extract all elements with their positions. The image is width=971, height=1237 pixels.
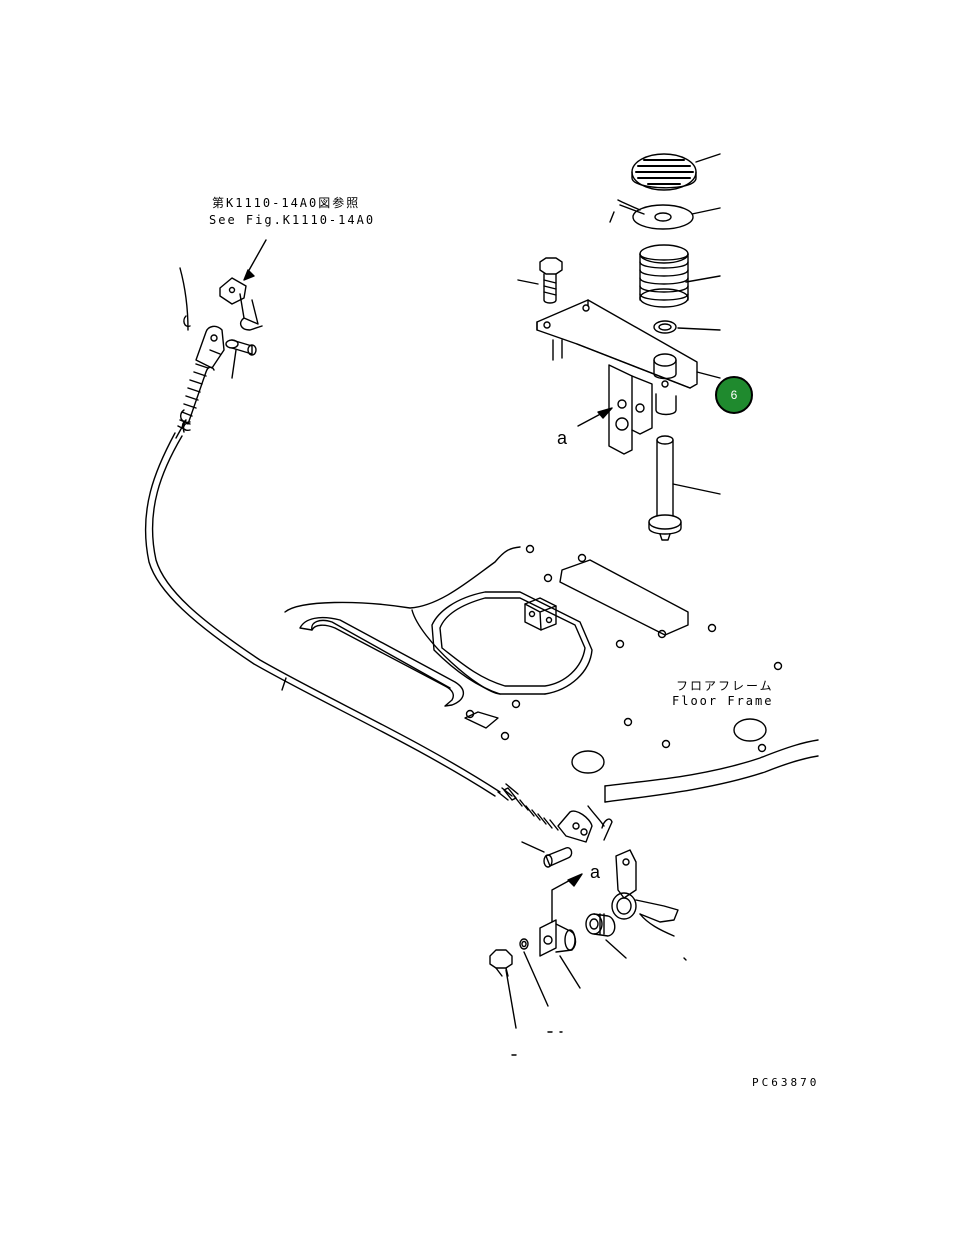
upper-mount-bracket — [219, 239, 267, 331]
mounting-bolt — [517, 257, 563, 304]
spring-seat-ring — [653, 320, 721, 334]
lower-lever — [539, 873, 583, 989]
brake-cable — [144, 432, 501, 797]
upper-clip-pin — [179, 267, 191, 331]
lower-bolt — [489, 949, 517, 1029]
view-marker-top: a — [557, 428, 568, 448]
cable-end-lower — [497, 783, 593, 843]
pedal-bracket — [536, 299, 721, 455]
callout-badge[interactable]: 6 — [715, 376, 753, 414]
pedal-pin — [648, 435, 721, 541]
lower-clevis-pin — [521, 841, 573, 868]
cable-end-upper — [175, 325, 225, 439]
pedal-pad — [631, 153, 721, 191]
pedal-arm — [611, 849, 687, 961]
lower-cotter-pin — [587, 805, 613, 841]
leader-ticks — [511, 1031, 563, 1056]
upper-clevis-pin — [225, 339, 257, 379]
reference-note-en: See Fig.K1110-14A0 — [209, 213, 376, 227]
floor-frame — [284, 544, 819, 803]
floor-frame-label-jp: フロアフレーム — [676, 679, 774, 693]
view-arrow-top — [577, 407, 613, 427]
lower-washer — [519, 938, 549, 1007]
view-marker-bottom: a — [590, 862, 601, 882]
lower-bushing — [585, 913, 627, 959]
reference-note-jp: 第K1110-14A0図参照 — [212, 196, 361, 210]
return-spring — [639, 244, 721, 308]
floor-frame-label-en: Floor Frame — [672, 694, 774, 708]
drawing-number: PC63870 — [752, 1076, 820, 1089]
pedal-washer — [609, 199, 721, 230]
